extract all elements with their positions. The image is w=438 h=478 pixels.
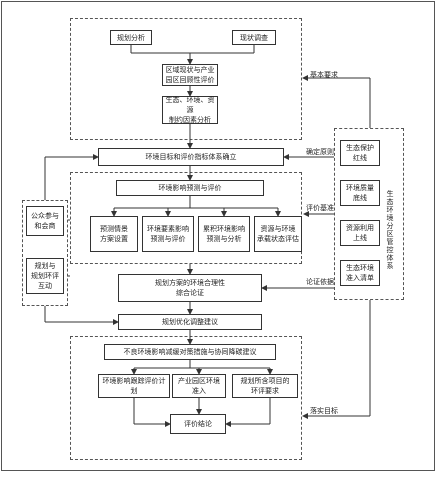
prediction-item-4: 资源与环境 承载状态评估 (254, 216, 302, 252)
prediction-title-box: 环境影响预测与评价 (116, 180, 264, 196)
constraint-analysis-box: 生态、环境、资源 制约因素分析 (162, 96, 218, 124)
measures-item-1: 环境影响跟踪评价计划 (98, 374, 170, 398)
public-participation-box: 公众参与 和会商 (26, 206, 64, 236)
label-implement-targets: 落实目标 (310, 407, 338, 415)
measures-item-3: 规划所含项目的 环评要求 (232, 374, 298, 398)
measures-item-2: 产业园区环境准入 (172, 374, 226, 398)
resource-ceiling-box: 资源利用 上线 (340, 220, 380, 246)
prediction-item-1: 预测情景 方案设置 (90, 216, 138, 252)
status-survey-box: 现状调查 (232, 30, 276, 45)
left-participation-group (22, 200, 68, 306)
prediction-item-3: 累积环境影响 预测与分析 (198, 216, 250, 252)
optimization-box: 规划优化调整建议 (118, 314, 262, 330)
right-zoning-group (334, 128, 404, 300)
conclusion-box: 评价结论 (170, 414, 226, 434)
label-basic-requirements: 基本要求 (310, 71, 338, 79)
access-list-box: 生态环境 准入清单 (340, 260, 380, 286)
regional-review-box: 区域现状与产业 园区回顾性评价 (162, 64, 218, 86)
env-quality-baseline-box: 环境质量 底线 (340, 180, 380, 206)
zoning-system-title: 生态环境分区管控体系 (386, 190, 394, 270)
ecological-redline-box: 生态保护 红线 (340, 140, 380, 166)
diagram-frame (1, 1, 435, 471)
label-determine-principles: 确定原则 (306, 148, 334, 156)
plan-analysis-box: 规划分析 (110, 30, 152, 45)
measures-title-box: 不良环境影响减缓对策措施与协同降碳建议 (104, 344, 276, 360)
plan-interaction-box: 规划与 规划环评 互动 (26, 258, 64, 294)
label-argument-basis: 论证依据 (306, 278, 334, 286)
label-evaluation-basis: 评价基准 (306, 204, 334, 212)
top-analysis-group (70, 18, 302, 140)
targets-box: 环境目标和评价指标体系确立 (98, 148, 284, 166)
rationality-box: 规划方案的环境合理性 综合论证 (118, 274, 262, 302)
bottom-measures-group (70, 336, 302, 460)
prediction-item-2: 环境要素影响 预测与评价 (142, 216, 194, 252)
